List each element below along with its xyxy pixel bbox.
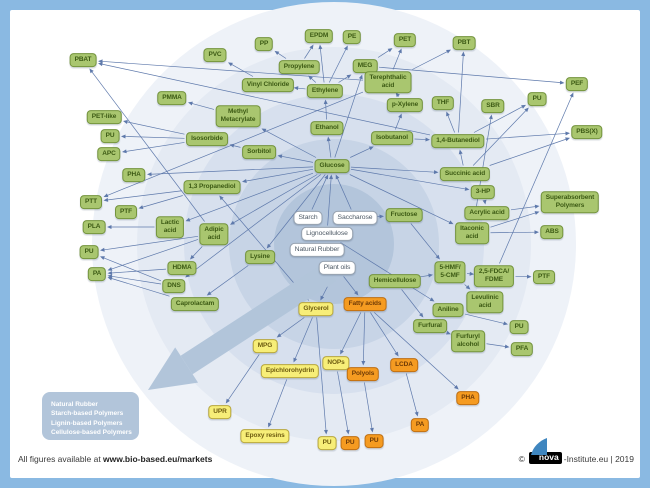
node-saccharose: Saccharose bbox=[332, 210, 378, 226]
node-dns: DNS bbox=[162, 279, 186, 293]
node-glycerol: Glycerol bbox=[298, 302, 334, 316]
node-pu-bottom-orange1: PU bbox=[340, 436, 360, 450]
node-pvc: PVC bbox=[203, 48, 227, 62]
node-terephthalic-acid: Terephthalic acid bbox=[364, 71, 412, 93]
node-epdm: EPDM bbox=[304, 29, 334, 43]
node-caprolactam: Caprolactam bbox=[170, 297, 220, 311]
node-hmf: 5-HMF/ 5-CMF bbox=[434, 261, 466, 283]
node-pbsx: PBS(X) bbox=[571, 125, 603, 139]
node-pmma: PMMA bbox=[157, 91, 187, 105]
node-adipic-acid: Adipic acid bbox=[199, 223, 229, 245]
node-pu-bottom-yellow: PU bbox=[317, 436, 337, 450]
nova-logo-text: nova bbox=[528, 452, 562, 464]
node-levulinic-acid: Levulinic acid bbox=[466, 291, 504, 313]
node-pu-bottom-orange2: PU bbox=[364, 434, 384, 448]
node-fructose: Fructose bbox=[385, 208, 423, 222]
node-pp: PP bbox=[254, 37, 274, 51]
node-methyl-metacrylate: Methyl Metacrylate bbox=[215, 105, 261, 127]
node-lysine: Lysine bbox=[245, 250, 275, 264]
legend-line-lignin: Lignin-based Polymers bbox=[51, 419, 123, 427]
node-pef: PEF bbox=[565, 77, 589, 91]
node-pfa: PFA bbox=[510, 342, 534, 356]
node-epichlorohydrin: Epichlorohydrin bbox=[260, 364, 320, 378]
node-three-hp: 3-HP bbox=[470, 185, 496, 199]
node-pa-orange: PA bbox=[410, 418, 430, 432]
node-lignocellulose: Lignocellulose bbox=[301, 226, 353, 242]
node-vinyl-chloride: Vinyl Chloride bbox=[241, 78, 295, 92]
node-furfural: Furfural bbox=[413, 319, 447, 333]
nova-logo: nova bbox=[528, 438, 562, 464]
node-ptf-left: PTF bbox=[115, 205, 137, 219]
copyright-symbol: © bbox=[518, 453, 525, 464]
node-starch: Starch bbox=[293, 210, 323, 226]
node-pu-right: PU bbox=[509, 320, 529, 334]
node-propylene: Propylene bbox=[278, 60, 320, 74]
node-pet-like: PET-like bbox=[86, 110, 122, 124]
node-pu-left-1: PU bbox=[100, 129, 120, 143]
node-glucose: Glucose bbox=[314, 159, 350, 173]
node-butanediol: 1,4-Butanediol bbox=[431, 134, 485, 148]
node-hdma: HDMA bbox=[167, 261, 197, 275]
node-thf: THF bbox=[431, 96, 455, 110]
node-pet: PET bbox=[393, 33, 417, 47]
node-fdca: 2,5-FDCA/ FDME bbox=[473, 265, 515, 287]
node-lactic-acid: Lactic acid bbox=[155, 216, 185, 238]
node-ethylene: Ethylene bbox=[306, 84, 344, 98]
node-hemicellulose: Hemicellulose bbox=[368, 274, 422, 288]
legend-box: Natural Rubber Starch-based Polymers Lig… bbox=[42, 392, 139, 440]
node-pbat: PBAT bbox=[69, 53, 97, 67]
nova-sail-icon bbox=[530, 438, 547, 455]
node-plant-oils: Plant oils bbox=[318, 260, 356, 276]
node-pa-left: PA bbox=[87, 267, 107, 281]
node-epoxy-resins: Epoxy resins bbox=[240, 429, 290, 443]
node-ptf-right: PTF bbox=[533, 270, 555, 284]
node-pla: PLA bbox=[82, 220, 106, 234]
node-ethanol: Ethanol bbox=[310, 121, 344, 135]
node-p-xylene: p-Xylene bbox=[386, 98, 424, 112]
node-apc: APC bbox=[97, 147, 121, 161]
node-upr: UPR bbox=[208, 405, 232, 419]
node-nops: NOPs bbox=[322, 356, 350, 370]
footer-note: All figures available at www.bio-based.e… bbox=[18, 454, 212, 464]
node-pu-top-right: PU bbox=[527, 92, 547, 106]
node-sorbitol: Sorbitol bbox=[242, 145, 276, 159]
node-pbt: PBT bbox=[452, 36, 476, 50]
node-acrylic-acid: Acrylic acid bbox=[464, 206, 510, 220]
footer-note-prefix: All figures available at bbox=[18, 454, 104, 464]
node-pe: PE bbox=[342, 30, 362, 44]
node-pha-left: PHA bbox=[122, 168, 146, 182]
node-itaconic-acid: Itaconic acid bbox=[455, 222, 489, 244]
legend-line-cellulose: Cellulose-based Polymers bbox=[51, 429, 132, 437]
node-abs: ABS bbox=[540, 225, 564, 239]
node-ptt: PTT bbox=[80, 195, 102, 209]
copyright-line: © nova -Institute.eu | 2019 bbox=[518, 438, 634, 464]
node-natural-rubber: Natural Rubber bbox=[289, 242, 345, 258]
node-pha-orange: PHA bbox=[456, 391, 480, 405]
node-succinic-acid: Succinic acid bbox=[439, 167, 491, 181]
node-sbr: SBR bbox=[481, 99, 505, 113]
node-isobutanol: Isobutanol bbox=[371, 131, 413, 145]
legend-line-natural-rubber: Natural Rubber bbox=[51, 401, 98, 408]
node-fatty-acids: Fatty acids bbox=[343, 297, 387, 311]
markets-url: www.bio-based.eu/markets bbox=[103, 454, 213, 464]
node-pu-left-2: PU bbox=[79, 245, 99, 259]
copyright-suffix: -Institute.eu | 2019 bbox=[563, 453, 634, 464]
node-lcda: LCDA bbox=[390, 358, 418, 372]
node-mpg: MPG bbox=[252, 339, 278, 353]
node-propanediol: 1,3 Propanediol bbox=[183, 180, 241, 194]
node-superabsorbent: Superabsorbent Polymers bbox=[540, 191, 600, 213]
node-aniline: Aniline bbox=[432, 303, 464, 317]
node-isosorbide: Isosorbide bbox=[186, 132, 228, 146]
legend-line-starch: Starch-based Polymers bbox=[51, 410, 124, 418]
node-furfuryl-alcohol: Furfuryl alcohol bbox=[451, 330, 485, 352]
node-polyols: Polyols bbox=[346, 367, 380, 381]
